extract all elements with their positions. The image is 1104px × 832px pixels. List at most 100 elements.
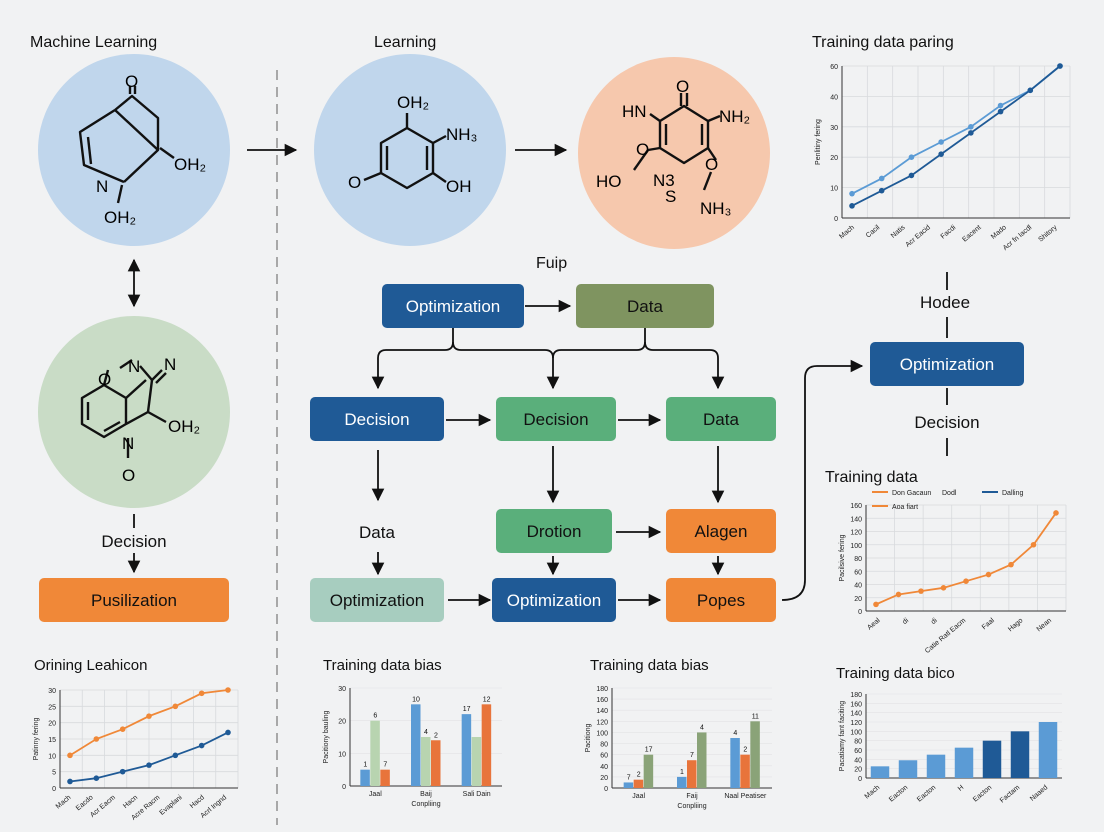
node-data-text: Data	[359, 523, 395, 542]
x-tick-label: Mado	[990, 224, 1008, 241]
y-tick-label: 160	[596, 697, 608, 704]
m2-nh3: NH₃	[446, 125, 477, 144]
x-axis-label: Conpliing	[677, 803, 706, 810]
circle-blue-2	[314, 54, 506, 246]
m1-oh2-bottom: OH₂	[104, 208, 136, 227]
x-tick-label: Hacn	[122, 794, 139, 810]
y-tick-label: 80	[854, 739, 862, 746]
data-point	[908, 172, 915, 179]
m3-s: S	[665, 187, 676, 206]
flow-nodes: Optimization Data Decision Decision Data…	[39, 284, 1024, 622]
x-tick-label: Sali Dain	[463, 791, 491, 798]
x-axis-label: Conpliing	[411, 801, 440, 808]
legend-label: Don Gacaun	[892, 490, 931, 497]
data-point	[997, 108, 1004, 115]
title-hodee: Hodee	[920, 293, 970, 312]
series-line-0	[851, 65, 1061, 195]
y-tick-label: 40	[830, 94, 838, 101]
x-tick-label: Jaal	[369, 791, 382, 798]
x-tick-label: Baij	[420, 791, 432, 798]
node-decision-right: Decision	[914, 413, 979, 432]
y-tick-label: 40	[600, 764, 608, 771]
x-tick-label: Hacd	[189, 794, 206, 810]
data-point	[968, 130, 974, 136]
circle-green	[38, 316, 230, 508]
y-tick-label: 15	[48, 737, 56, 744]
x-tick-label: Mach	[864, 784, 882, 800]
y-tick-label: 160	[850, 503, 862, 510]
circle-peach	[578, 57, 770, 249]
bar-value-label: 4	[424, 729, 428, 736]
node-popes-label: Popes	[697, 591, 745, 610]
bar	[370, 720, 380, 786]
data-point	[146, 762, 152, 768]
y-tick-label: 180	[596, 686, 608, 693]
bar	[1010, 731, 1030, 778]
data-point	[1030, 541, 1037, 548]
node-decision-2	[496, 397, 616, 441]
y-axis-label: Penlitiny fering	[815, 119, 822, 165]
x-tick-label: Eacdo	[75, 794, 95, 812]
node-pusilization-label: Pusilization	[91, 591, 177, 610]
bar	[360, 769, 370, 786]
x-tick-label: Acr Eacid	[904, 224, 932, 249]
y-tick-label: 40	[854, 757, 862, 764]
node-optimization-center	[492, 578, 616, 622]
data-point	[878, 187, 885, 194]
node-decision-left: Decision	[101, 532, 166, 551]
y-tick-label: 20	[854, 596, 862, 603]
bar	[461, 714, 472, 786]
title-bico: Training data bico	[836, 665, 955, 682]
bar	[643, 754, 654, 788]
title-machine-learning: Machine Learning	[30, 34, 157, 51]
node-popes	[666, 578, 776, 622]
data-point	[940, 585, 947, 591]
data-point	[1053, 510, 1059, 516]
y-tick-label: 100	[850, 729, 862, 736]
bar	[677, 776, 687, 788]
node-alagen	[666, 509, 776, 553]
bar-value-label: 6	[373, 713, 377, 720]
title-learning: Learning	[374, 34, 436, 51]
data-point	[849, 203, 855, 209]
bar-value-label: 4	[733, 730, 737, 737]
m4-o-bottom: O	[122, 466, 135, 485]
title-training-data: Training data	[825, 469, 918, 486]
m4-n-a: N	[128, 357, 140, 376]
molecule-circle-4: O N N OH₂ N O	[38, 316, 230, 508]
y-tick-label: 60	[854, 748, 862, 755]
data-point	[1027, 87, 1034, 94]
y-tick-label: 60	[854, 569, 862, 576]
title-training-pairing: Training data paring	[812, 34, 954, 51]
data-point	[198, 742, 205, 749]
bar-value-label: 4	[700, 724, 704, 731]
m2-o: O	[348, 173, 361, 192]
y-tick-label: 140	[850, 516, 862, 523]
m1-n: N	[96, 177, 108, 196]
node-alagen-label: Alagen	[695, 522, 748, 541]
y-tick-label: 140	[850, 711, 862, 718]
bar	[481, 704, 492, 786]
data-point	[985, 571, 992, 578]
node-drotion	[496, 509, 612, 553]
x-tick-label: Naaed	[1029, 784, 1049, 803]
molecule-circle-2: OH₂ NH₃ O OH	[314, 54, 506, 246]
x-tick-label: Mach	[838, 224, 856, 240]
y-axis-label: Pacitiony bauling	[323, 710, 330, 763]
node-decision-2-label: Decision	[523, 410, 588, 429]
m1-o-top: O	[125, 72, 138, 91]
m4-oh2: OH₂	[168, 417, 200, 436]
bar	[687, 760, 697, 788]
data-point	[873, 601, 879, 608]
data-point	[997, 102, 1004, 109]
legend-label: Aoa fiart	[892, 504, 918, 511]
y-tick-label: 0	[858, 776, 862, 783]
x-tick-label: Eacton	[916, 784, 937, 803]
bar	[633, 779, 644, 788]
node-optimization-top	[382, 284, 524, 328]
y-tick-label: 140	[596, 708, 608, 715]
data-point	[895, 591, 902, 598]
